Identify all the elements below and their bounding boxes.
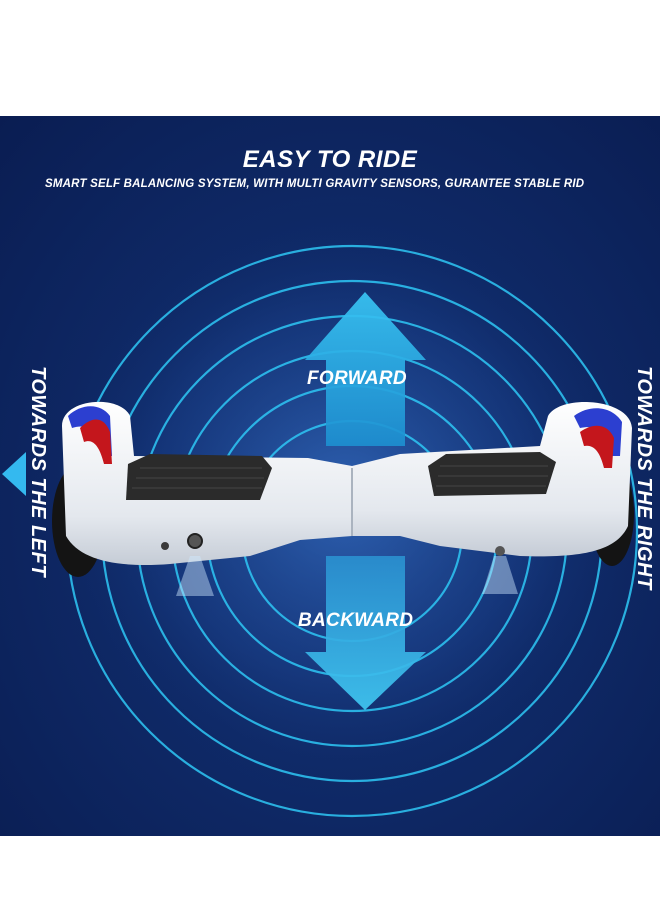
left-arrow-icon xyxy=(2,452,26,496)
banner-subtitle: SMART SELF BALANCING SYSTEM, WITH MULTI … xyxy=(45,178,585,190)
backward-label: BACKWARD xyxy=(298,610,414,631)
led-stripe-red xyxy=(80,419,112,464)
left-foot-pad xyxy=(126,454,272,500)
hoverboard xyxy=(52,401,634,596)
hoverboard-scene xyxy=(2,196,660,818)
charging-port xyxy=(187,533,203,549)
led-stripe-red xyxy=(580,425,614,468)
towards-right-label: TOWARDS THE RIGHT xyxy=(633,366,655,590)
product-banner: EASY TO RIDE SMART SELF BALANCING SYSTEM… xyxy=(0,116,660,836)
screw-hole xyxy=(495,546,505,556)
backward-arrow-icon xyxy=(305,556,426,710)
banner-title: EASY TO RIDE xyxy=(242,146,418,173)
forward-arrow-icon xyxy=(305,292,426,446)
towards-left-label: TOWARDS THE LEFT xyxy=(27,366,49,577)
forward-label: FORWARD xyxy=(307,368,407,389)
right-foot-pad xyxy=(428,452,556,496)
charging-port xyxy=(161,542,169,550)
